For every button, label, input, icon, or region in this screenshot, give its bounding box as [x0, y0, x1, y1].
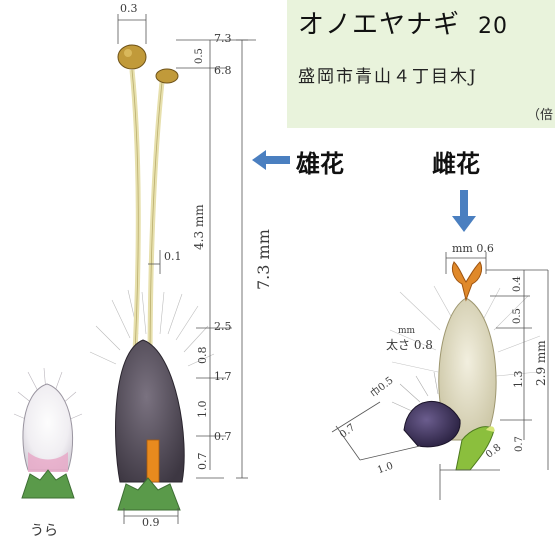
location-text: 盛岡市青山４丁目木J	[298, 67, 478, 87]
ovary-length-label: 1.3	[512, 370, 525, 389]
anther-tip-label: 6.8	[214, 64, 232, 77]
mark-2-5-label: 2.5	[214, 320, 232, 333]
male-dimension-lines	[117, 14, 256, 524]
mark-0-7-label: 0.7	[214, 430, 232, 443]
anther-length-label: 0.5	[194, 48, 205, 64]
thickness-label: 太さ 0.8	[386, 338, 433, 352]
stigma-width-label: mm 0.6	[452, 242, 494, 255]
female-flower-label: 雌花	[432, 150, 480, 178]
female-base-label: 0.7	[514, 436, 525, 452]
magnification-note: （倍	[527, 108, 554, 123]
back-side-label: うら	[30, 523, 58, 539]
observation-year: 20	[478, 14, 509, 39]
filament-width-label: 0.1	[164, 250, 182, 263]
segment-0-8-label: 0.8	[196, 346, 209, 365]
base-width-label: 0.9	[142, 516, 160, 529]
female-arrow	[452, 190, 476, 232]
species-name: オノエヤナギ	[298, 10, 461, 40]
female-flower-drawing	[389, 261, 541, 471]
segment-1-0-label: 1.0	[196, 400, 209, 419]
male-flower-drawing	[89, 44, 215, 511]
anther-width-label: 0.3	[120, 2, 138, 15]
male-arrow	[252, 150, 290, 170]
total-top-label: 7.3	[214, 32, 232, 45]
male-flower-label: 雄花	[296, 150, 344, 178]
segment-0-7-label: 0.7	[196, 452, 209, 471]
stigma-length-label: 0.4	[512, 276, 523, 292]
title-panel	[287, 0, 555, 128]
thickness-unit-label: mm	[398, 326, 416, 336]
mark-1-7-label: 1.7	[214, 370, 232, 383]
male-total-length-label: 7.3 mm	[254, 229, 273, 290]
female-total-length-label: 2.9 mm	[534, 340, 548, 386]
back-side-bud	[13, 367, 83, 499]
female-dimension-lines	[331, 252, 549, 500]
species-title: オノエヤナギ 20	[298, 4, 508, 41]
filament-length-label: 4.3 mm	[192, 204, 206, 250]
style-length-label: 0.5	[512, 308, 523, 324]
